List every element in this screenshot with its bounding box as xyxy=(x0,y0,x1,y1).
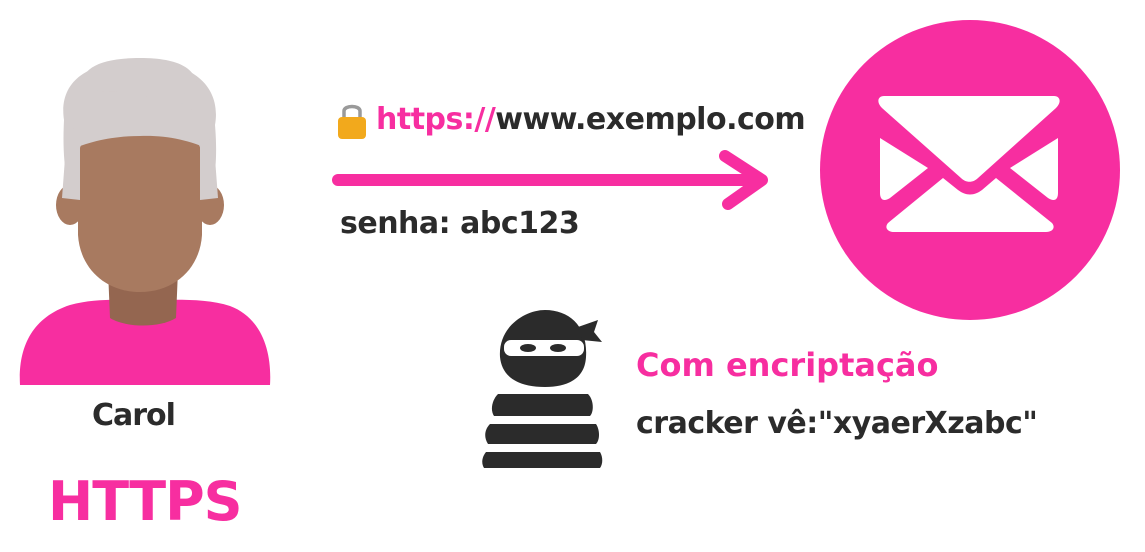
lock-icon xyxy=(338,104,366,139)
url: https://www.exemplo.com xyxy=(376,102,806,137)
cracker-sees-value: "xyaerXzabc" xyxy=(817,406,1038,441)
cracker-sees-label: cracker vê: xyxy=(636,406,818,441)
person-name: Carol xyxy=(92,398,176,433)
url-scheme: https:// xyxy=(376,102,496,137)
encryption-label: Com encriptação xyxy=(636,346,939,384)
password-row: senha: abc123 xyxy=(340,206,580,241)
mail-icon xyxy=(820,20,1120,320)
password-value: abc123 xyxy=(460,206,580,241)
url-host: www.exemplo.com xyxy=(495,102,806,137)
password-label: senha: xyxy=(340,206,451,241)
protocol-title: HTTPS xyxy=(48,470,243,533)
person-icon xyxy=(19,58,271,385)
cracker-icon xyxy=(482,310,603,468)
arrow-right-icon xyxy=(332,150,768,210)
cracker-sees-row: cracker vê:"xyaerXzabc" xyxy=(636,406,1038,441)
